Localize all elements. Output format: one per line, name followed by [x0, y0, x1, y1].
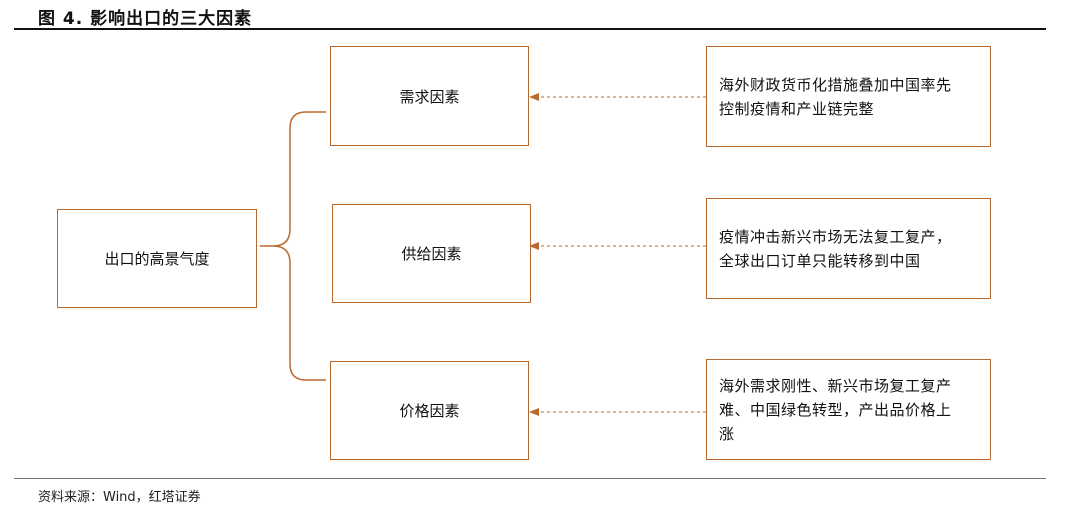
description-line: 控制疫情和产业链完整	[719, 100, 875, 118]
factor-node-label: 供给因素	[401, 245, 462, 263]
description-box-price: 海外需求刚性、新兴市场复工复产 难、中国绿色转型，产出品价格上 涨	[706, 359, 991, 460]
source-divider	[14, 478, 1046, 479]
factor-node-demand: 需求因素	[330, 46, 529, 146]
description-box-demand: 海外财政货币化措施叠加中国率先 控制疫情和产业链完整	[706, 46, 991, 147]
factor-node-label: 需求因素	[399, 87, 460, 106]
factor-node-supply: 供给因素	[332, 204, 531, 303]
source-note: 资料来源：Wind，红塔证券	[38, 490, 201, 505]
description-line: 难、中国绿色转型，产出品价格上	[719, 401, 952, 419]
factor-node-price: 价格因素	[330, 361, 529, 460]
figure-title: 图 4. 影响出口的三大因素	[38, 9, 253, 29]
root-node-label: 出口的高景气度	[104, 250, 210, 268]
root-brace-connector	[260, 111, 326, 381]
factor-node-label: 价格因素	[399, 402, 460, 420]
description-line: 疫情冲击新兴市场无法复工复产，	[719, 228, 952, 246]
description-line: 全球出口订单只能转移到中国	[719, 252, 921, 270]
description-box-supply: 疫情冲击新兴市场无法复工复产， 全球出口订单只能转移到中国	[706, 198, 991, 299]
description-line: 海外需求刚性、新兴市场复工复产	[719, 377, 952, 395]
description-line: 涨	[719, 425, 735, 443]
title-divider	[14, 28, 1046, 30]
description-line: 海外财政货币化措施叠加中国率先	[719, 76, 952, 94]
root-node: 出口的高景气度	[57, 209, 257, 308]
